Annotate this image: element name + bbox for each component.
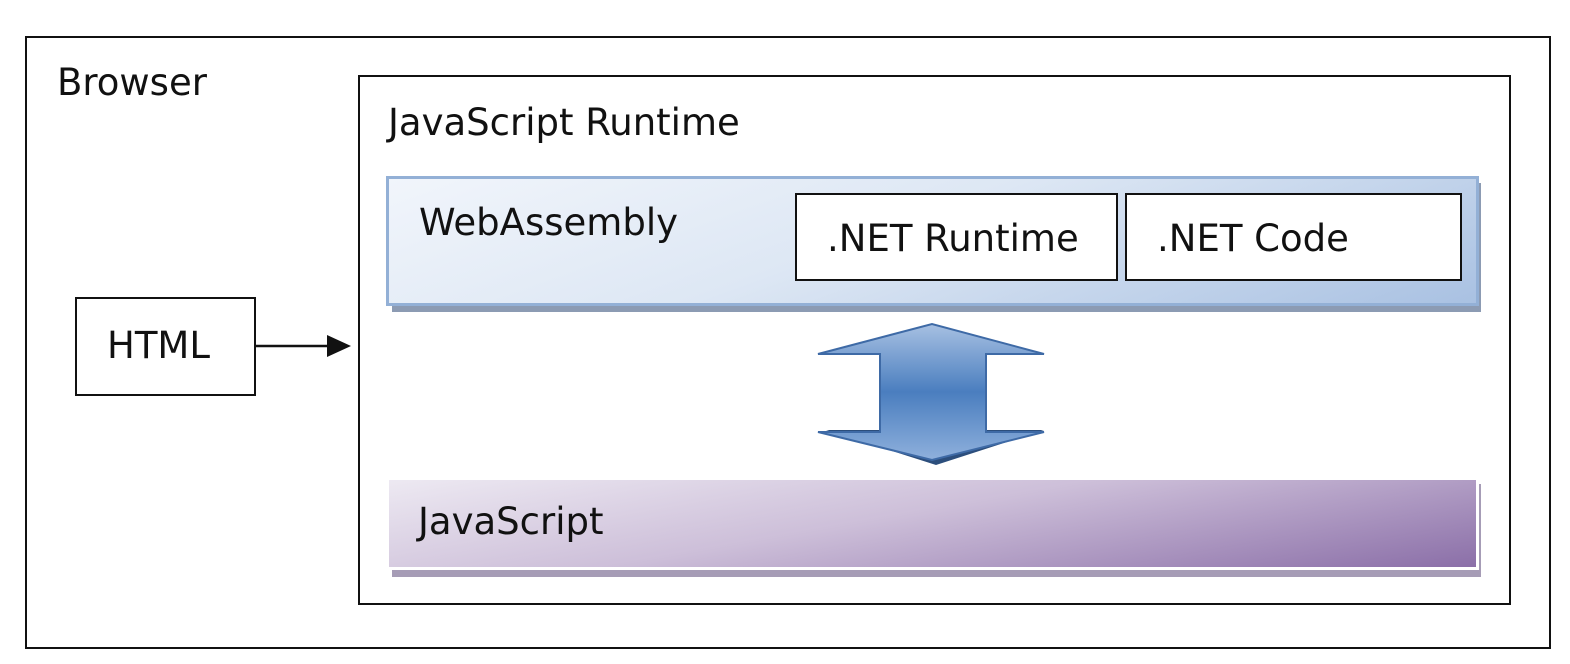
html-label: HTML xyxy=(107,324,210,367)
javascript-label: JavaScript xyxy=(418,500,604,543)
html-to-runtime-arrowhead xyxy=(327,335,351,357)
html-box xyxy=(75,297,256,396)
browser-label: Browser xyxy=(57,61,207,104)
net-runtime-label: .NET Runtime xyxy=(827,217,1079,260)
webassembly-label: WebAssembly xyxy=(419,201,678,244)
two-way-arrow xyxy=(817,322,1045,465)
net-runtime-box xyxy=(795,193,1118,281)
two-way-arrow-icon xyxy=(817,322,1045,462)
html-to-runtime-arrow xyxy=(256,335,351,357)
net-code-label: .NET Code xyxy=(1157,217,1349,260)
net-code-box xyxy=(1125,193,1462,281)
javascript-layer xyxy=(386,477,1479,570)
javascript-runtime-label: JavaScript Runtime xyxy=(388,101,740,144)
